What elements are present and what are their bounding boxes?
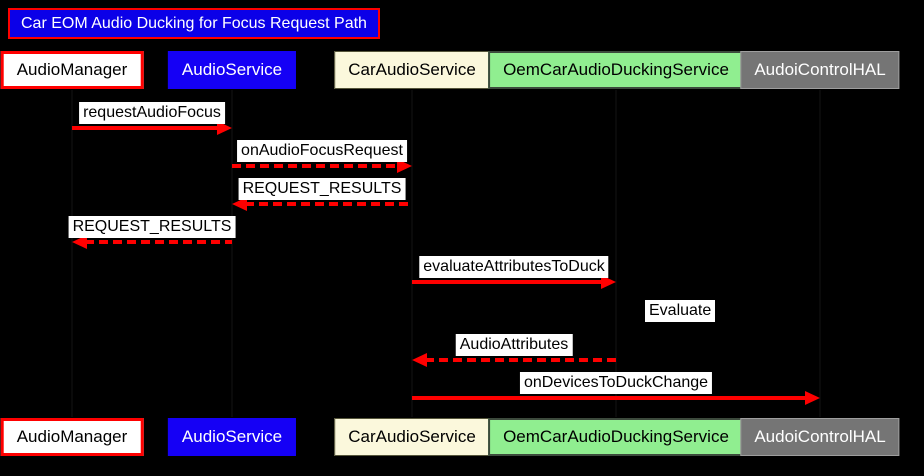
participant-AudioService-bottom: AudioService <box>167 418 297 456</box>
message-line-solid <box>72 126 219 130</box>
arrowhead-right-icon <box>397 159 412 173</box>
participant-AudioService-top: AudioService <box>167 51 297 89</box>
message-line-solid <box>412 396 807 400</box>
arrowhead-left-icon <box>412 353 427 367</box>
message-label-AudioAttributes: AudioAttributes <box>455 334 573 356</box>
message-label-REQUEST_RESULTS: REQUEST_RESULTS <box>238 178 406 200</box>
message-label-onAudioFocusRequest: onAudioFocusRequest <box>237 140 407 162</box>
lifeline-AudioManager <box>71 90 73 417</box>
message-line-solid <box>412 280 603 284</box>
arrowhead-left-icon <box>232 197 247 211</box>
participant-AudoiControlHAL-bottom: AudoiControlHAL <box>740 418 900 456</box>
participant-CarAudioService-top: CarAudioService <box>334 51 490 89</box>
lifeline-CarAudioService <box>411 90 413 417</box>
message-line-dashed <box>85 240 232 244</box>
message-label-requestAudioFocus: requestAudioFocus <box>79 102 225 124</box>
message-label-REQUEST_RESULTS: REQUEST_RESULTS <box>68 216 236 238</box>
message-line-dashed <box>245 202 412 206</box>
message-line-dashed <box>232 164 399 168</box>
arrowhead-right-icon <box>601 275 616 289</box>
message-label-evaluateAttributesToDuck: evaluateAttributesToDuck <box>419 256 609 278</box>
arrowhead-right-icon <box>805 391 820 405</box>
message-label-onDevicesToDuckChange: onDevicesToDuckChange <box>519 372 713 394</box>
arrowhead-left-icon <box>72 235 87 249</box>
diagram-title: Car EOM Audio Ducking for Focus Request … <box>8 8 380 39</box>
participant-CarAudioService-bottom: CarAudioService <box>334 418 490 456</box>
participant-OemCarAudioDuckingService-bottom: OemCarAudioDuckingService <box>488 418 744 456</box>
lifeline-AudoiControlHAL <box>819 90 821 417</box>
message-label-Evaluate: Evaluate <box>645 300 716 322</box>
message-line-dashed <box>425 358 616 362</box>
participant-AudoiControlHAL-top: AudoiControlHAL <box>740 51 900 89</box>
lifeline-AudioService <box>231 90 233 417</box>
participant-OemCarAudioDuckingService-top: OemCarAudioDuckingService <box>488 51 744 89</box>
participant-AudioManager-bottom: AudioManager <box>0 418 144 456</box>
arrowhead-right-icon <box>217 121 232 135</box>
lifeline-OemCarAudioDuckingService <box>615 90 617 417</box>
participant-AudioManager-top: AudioManager <box>0 51 144 89</box>
